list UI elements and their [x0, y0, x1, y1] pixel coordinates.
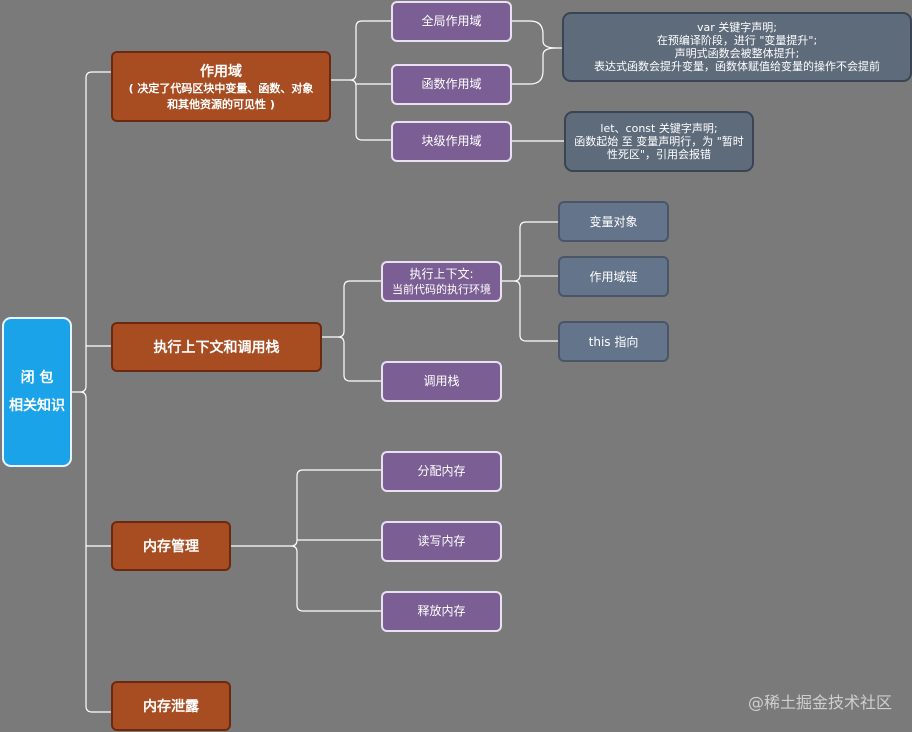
node-call-stack: 调用栈: [381, 361, 502, 402]
note-var-line-1: var 关键字声明;: [697, 21, 777, 34]
block-scope-label: 块级作用域: [421, 134, 482, 148]
context-bracket-lower: [337, 336, 382, 382]
node-this-binding: this 指向: [558, 321, 669, 362]
note-var-line-2: 在预编译阶段，进行 "变量提升";: [656, 34, 818, 47]
exec-bracket-lower: [513, 280, 560, 342]
root-bracket-lower: [79, 391, 112, 713]
readwrite-memory-label: 读写内存: [417, 534, 466, 548]
node-function-scope: 函数作用域: [391, 64, 512, 105]
node-variable-object: 变量对象: [558, 201, 669, 242]
branch-leak: 内存泄露: [111, 681, 231, 731]
branch-scope: 作用域 ( 决定了代码区块中变量、函数、对象 和其他资源的可见性 ): [111, 51, 331, 122]
note-var-line-3: 声明式函数会被整体提升;: [674, 47, 800, 60]
node-release-memory: 释放内存: [381, 591, 502, 632]
node-readwrite-memory: 读写内存: [381, 521, 502, 562]
branch-scope-title: 作用域: [200, 63, 242, 80]
call-stack-label: 调用栈: [423, 374, 460, 388]
exec-bracket: [502, 221, 560, 282]
note-let-line-1: let、const 关键字声明;: [600, 122, 718, 135]
node-scope-chain: 作用域链: [558, 256, 669, 297]
root-line-2: 相关知识: [9, 398, 65, 414]
variable-object-label: 变量对象: [589, 215, 638, 229]
branch-scope-desc-1: ( 决定了代码区块中变量、函数、对象: [128, 81, 314, 95]
memory-bracket: [231, 469, 381, 547]
context-bracket: [322, 280, 382, 338]
root-bracket: [72, 71, 112, 393]
global-scope-label: 全局作用域: [421, 14, 482, 28]
scope-bracket: [331, 20, 392, 81]
note-let-line-3: 性死区"，引用会报错: [606, 148, 712, 161]
allocate-memory-label: 分配内存: [417, 464, 466, 478]
branch-context-title: 执行上下文和调用栈: [153, 340, 280, 356]
note-var: var 关键字声明; 在预编译阶段，进行 "变量提升"; 声明式函数会被整体提升…: [562, 12, 912, 82]
node-allocate-memory: 分配内存: [381, 451, 502, 492]
node-block-scope: 块级作用域: [391, 121, 512, 162]
node-execution-context: 执行上下文: 当前代码的执行环境: [381, 261, 502, 302]
var-note-brace-lower: [512, 47, 557, 85]
root-line-1: 闭 包: [20, 370, 54, 386]
node-global-scope: 全局作用域: [391, 1, 512, 42]
branch-scope-desc-2: 和其他资源的可见性 ): [167, 97, 275, 111]
exec-line-1: 执行上下文:: [409, 266, 474, 281]
memory-bracket-lower: [290, 545, 381, 612]
branch-context: 执行上下文和调用栈: [111, 322, 322, 372]
function-scope-label: 函数作用域: [421, 77, 482, 91]
branch-memory-title: 内存管理: [143, 539, 199, 555]
exec-line-2: 当前代码的执行环境: [392, 282, 491, 296]
watermark: @稀土掘金技术社区: [747, 693, 892, 712]
note-let-line-2: 函数起始 至 变量声明行，为 "暂时: [574, 135, 744, 148]
release-memory-label: 释放内存: [417, 604, 466, 618]
scope-chain-label: 作用域链: [589, 270, 638, 284]
root-node: 闭 包 相关知识: [2, 317, 72, 467]
note-var-line-4: 表达式函数会提升变量，函数体赋值给变量的操作不会提前: [594, 60, 880, 73]
this-binding-label: this 指向: [588, 335, 639, 349]
branch-memory: 内存管理: [111, 521, 231, 571]
scope-bracket-lower: [349, 79, 392, 141]
branch-leak-title: 内存泄露: [143, 699, 199, 715]
note-let: let、const 关键字声明; 函数起始 至 变量声明行，为 "暂时 性死区"…: [564, 111, 754, 172]
var-note-brace: [512, 20, 562, 49]
